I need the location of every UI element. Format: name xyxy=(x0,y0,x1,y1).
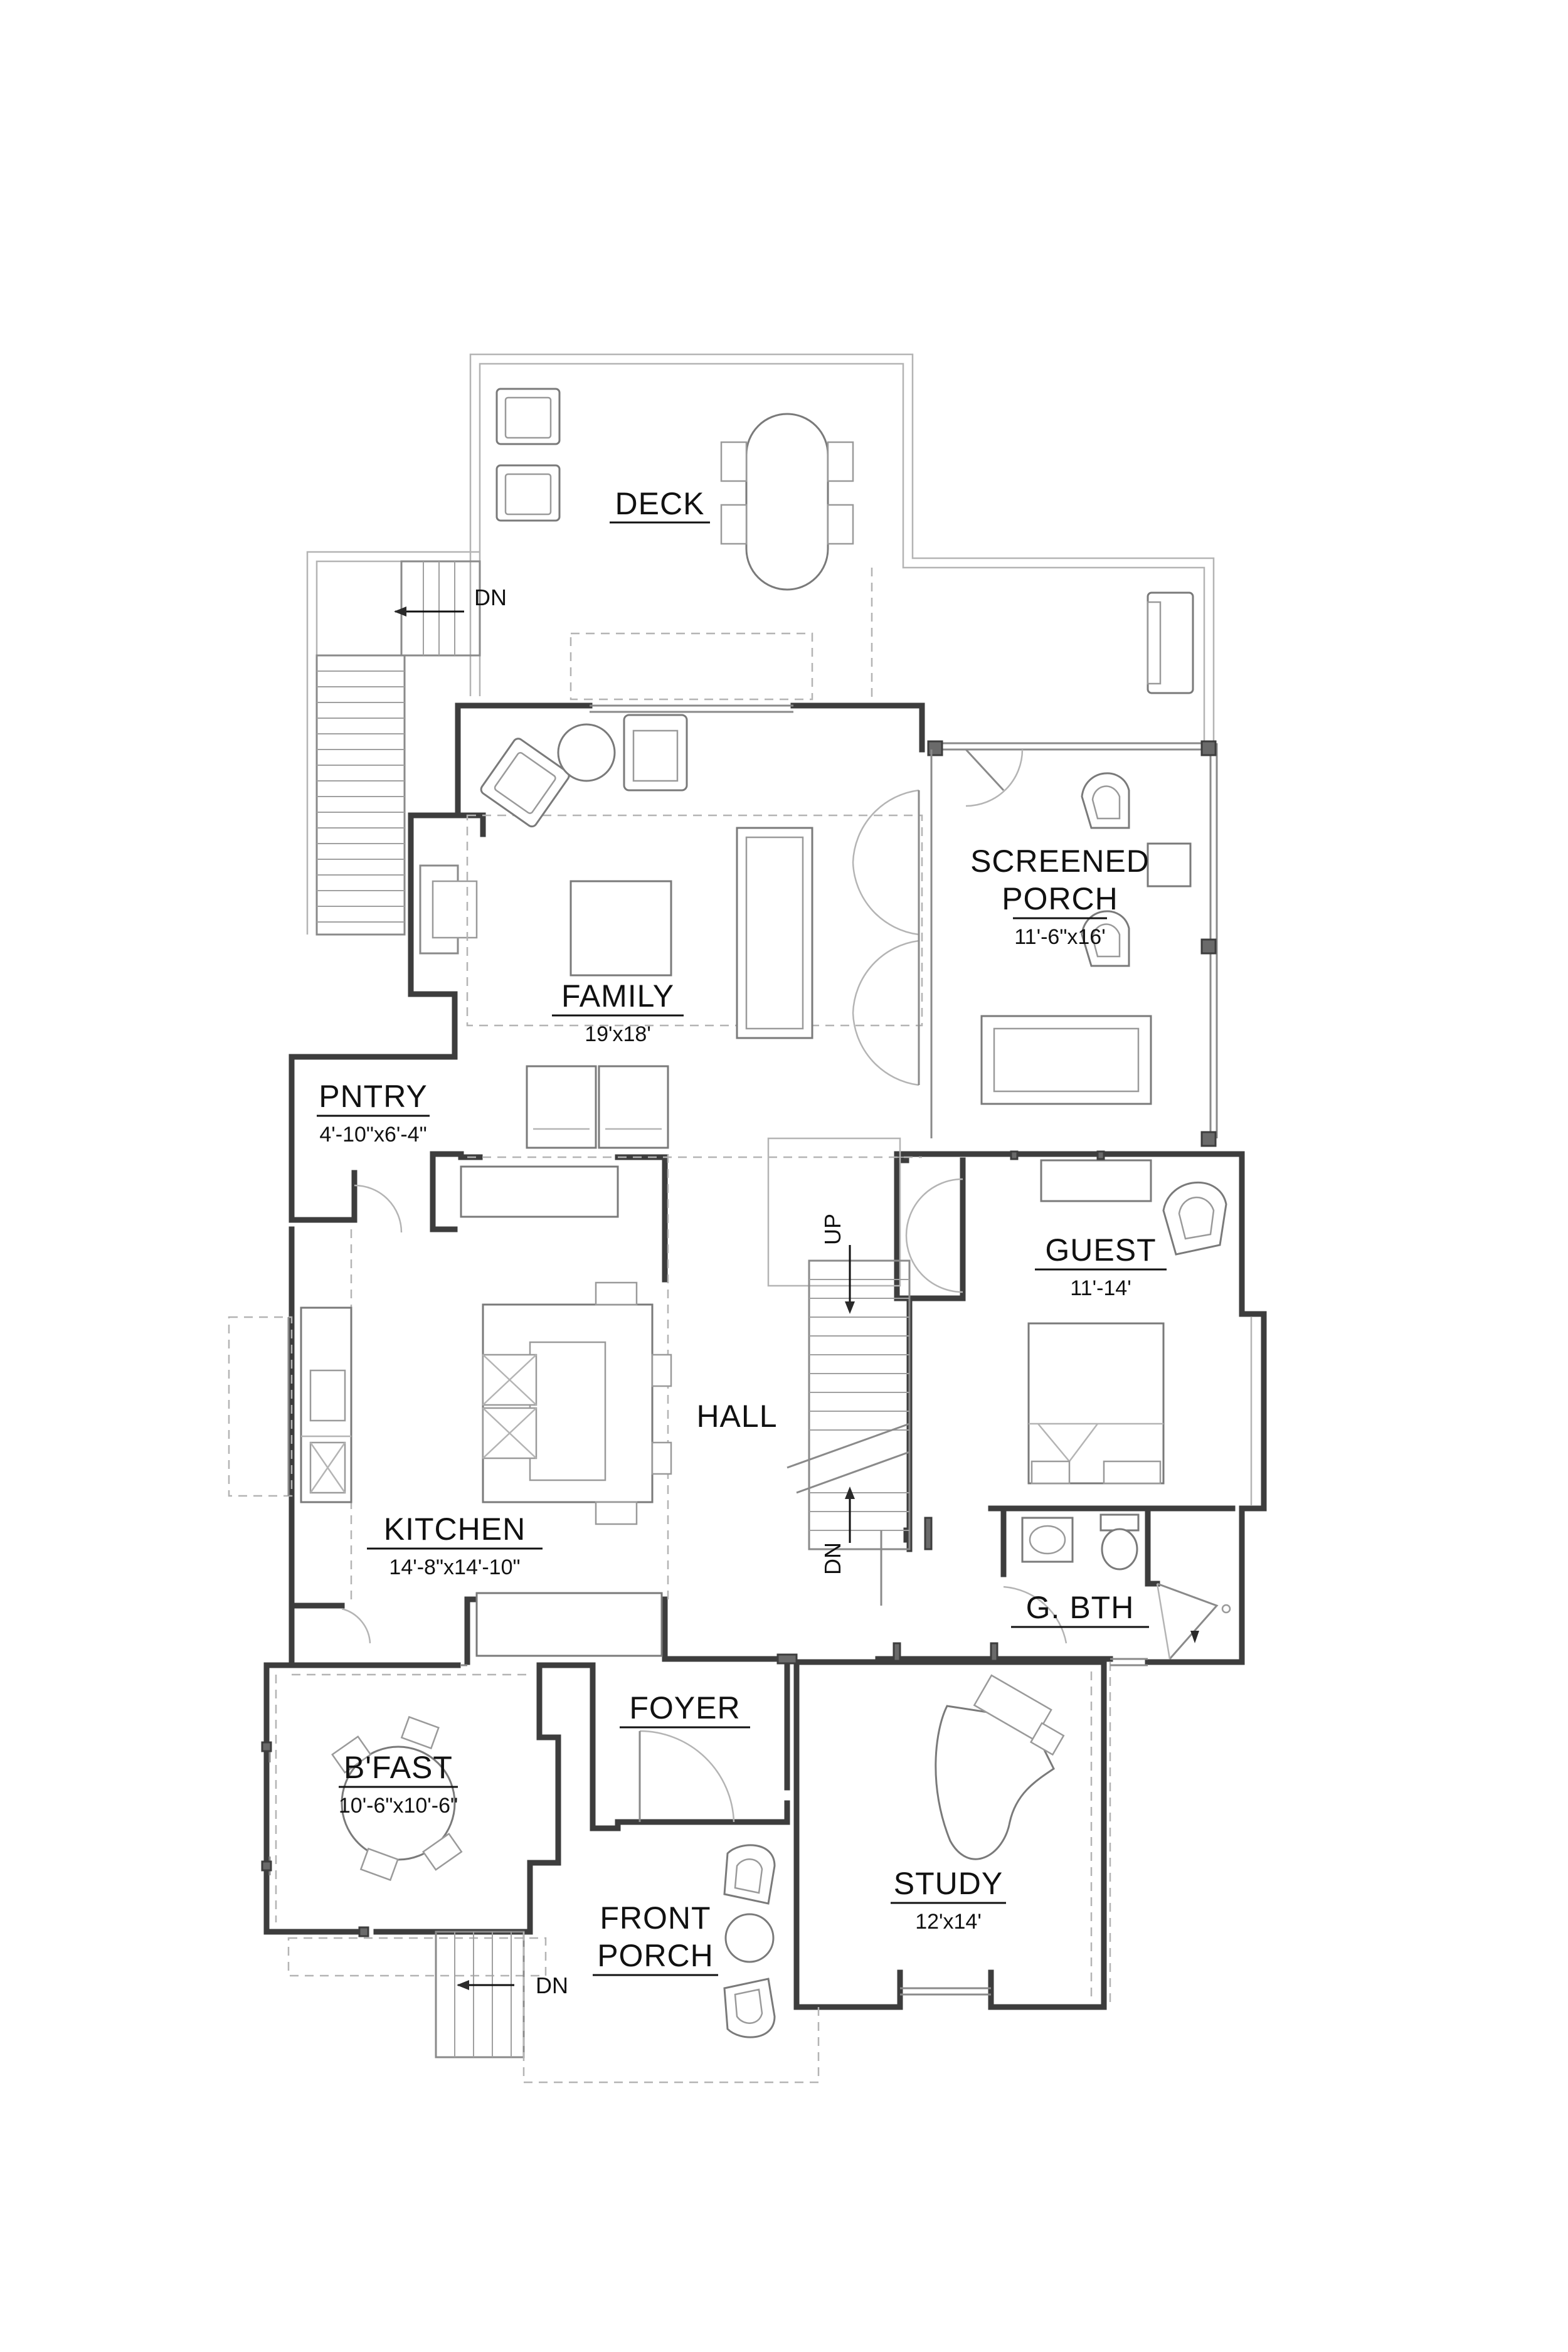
exterior-walls xyxy=(228,702,1267,2010)
front-porch-label-2: PORCH xyxy=(597,1938,714,1973)
arrow-down-icon xyxy=(845,1301,855,1314)
guest-bed-icon xyxy=(1027,1322,1165,1485)
arrow-left-icon xyxy=(394,607,406,617)
pantry-label: PNTRY xyxy=(319,1079,428,1114)
deck-stairs xyxy=(315,560,481,936)
breakfast-dims: 10'-6"x10'-6" xyxy=(339,1794,458,1818)
study-dims: 12'x14' xyxy=(915,1910,982,1934)
breakfast-area xyxy=(261,1673,530,1937)
family-label: FAMILY xyxy=(561,978,674,1014)
breakfast-label: B'FAST xyxy=(344,1750,453,1785)
arrow-left-icon xyxy=(457,1980,469,1990)
screened-porch-label-2: PORCH xyxy=(1002,881,1118,916)
pantry-dims: 4'-10"x6'-4" xyxy=(319,1123,426,1147)
wall-openings xyxy=(461,1517,1148,1666)
front-porch-area xyxy=(287,1844,820,2084)
armchair-icon xyxy=(480,738,570,828)
sink-icon xyxy=(309,1369,346,1422)
deck-label: DECK xyxy=(615,486,705,521)
shower-arrow-icon xyxy=(1190,1631,1199,1643)
grand-piano-icon xyxy=(935,1674,1065,1860)
screened-porch-label-1: SCREENED xyxy=(970,844,1150,879)
guest-room xyxy=(1010,1150,1253,1505)
guest-bath-label: G. BTH xyxy=(1026,1590,1135,1625)
toilet-icon xyxy=(1099,1513,1140,1532)
guest-chair-icon xyxy=(1162,1182,1227,1256)
family-room xyxy=(466,714,923,1158)
kitchen-label: KITCHEN xyxy=(384,1512,526,1547)
deck-furniture xyxy=(495,388,1194,694)
coffee-table-icon xyxy=(569,880,672,977)
screened-porch-dims: 11'-6"x16' xyxy=(1014,925,1105,949)
stair-up-label: UP xyxy=(820,1214,845,1245)
study-label: STUDY xyxy=(894,1866,1003,1901)
kitchen-dims: 14'-8"x14'-10" xyxy=(389,1555,520,1579)
deck-stair-dn-label: DN xyxy=(474,585,507,610)
family-dims: 19'x18' xyxy=(585,1022,651,1046)
guest-label: GUEST xyxy=(1045,1232,1156,1268)
front-porch-label-1: FRONT xyxy=(600,1900,711,1936)
porch-chair-2 xyxy=(1081,910,1130,967)
dining-table-icon xyxy=(745,413,829,591)
stair-dn-label: DN xyxy=(820,1542,845,1575)
front-stair-dn-label: DN xyxy=(536,1973,568,1998)
front-porch-chair-1 xyxy=(723,1844,776,1905)
fireplace-icon xyxy=(432,880,478,939)
labels: DECK DN SCREENED PORCH 11'-6"x16' FAMILY… xyxy=(317,486,1167,1998)
porch-chair-1 xyxy=(1081,772,1130,829)
arrow-up-icon xyxy=(845,1486,855,1499)
study-area xyxy=(935,1662,1111,2007)
guest-dims: 11'-14' xyxy=(1070,1276,1131,1300)
guest-bath-area xyxy=(1021,1513,1231,1660)
screened-porch-area xyxy=(927,740,1218,1147)
foyer-label: FOYER xyxy=(629,1690,740,1725)
main-stairs xyxy=(767,1137,911,1550)
hall-label: HALL xyxy=(696,1399,777,1434)
front-porch-chair-2 xyxy=(723,1978,776,2038)
kitchen-area xyxy=(300,1154,672,1657)
